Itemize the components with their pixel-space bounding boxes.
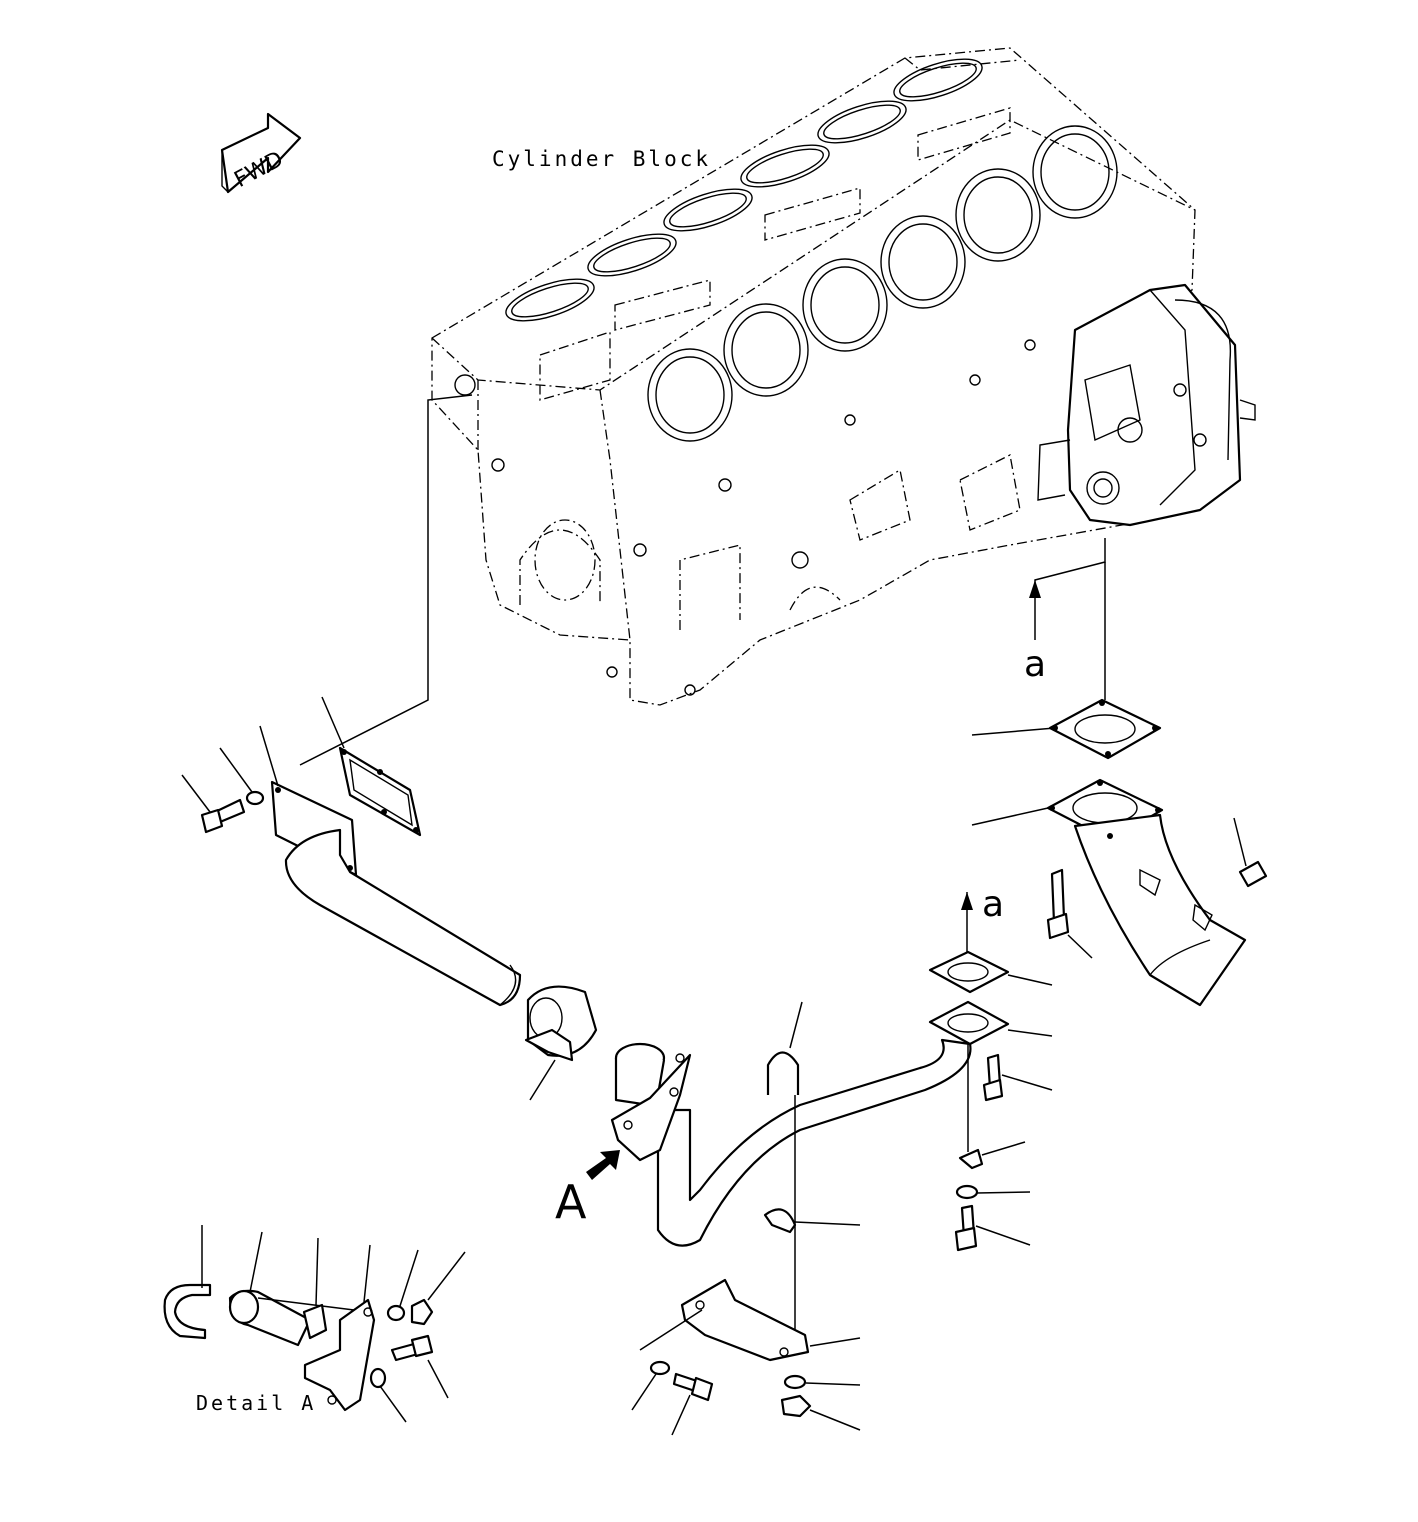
block-leader-line (299, 394, 473, 766)
elbow-plug (1233, 817, 1268, 888)
fwd-arrow-icon: FWD (220, 112, 302, 194)
water-pump-gasket (1048, 698, 1162, 760)
pipe-connector (524, 985, 598, 1101)
cylinder-bores-upper (505, 58, 983, 322)
leader-line (971, 727, 1056, 736)
up-arrow-icon (1029, 580, 1041, 598)
pipe-flange-gasket (928, 950, 1053, 994)
elbow-bolt (1046, 868, 1093, 959)
u-bolt (766, 1001, 803, 1095)
detail-a: Detail A (163, 1225, 466, 1423)
pipe-bracket (639, 1278, 861, 1362)
reference-a-lower: a (961, 884, 1004, 952)
cylinder-bores-lower (647, 125, 1118, 442)
cover-bolt (181, 774, 246, 834)
up-arrow-icon (961, 892, 973, 910)
cylinder-block: Cylinder Block (431, 47, 1256, 706)
bracket-washer (631, 1360, 671, 1411)
water-elbow (1046, 778, 1247, 1007)
flange-bolt (982, 1053, 1053, 1102)
clip-bolt (954, 1204, 1031, 1252)
cylinder-block-label: Cylinder Block (492, 147, 711, 171)
bracket-lockwasher (783, 1374, 861, 1390)
detail-a-label: Detail A (196, 1391, 316, 1415)
clip-washer (955, 1184, 1031, 1200)
pipe-clamp (763, 1208, 861, 1234)
ref-a-lower-label: a (982, 884, 1004, 925)
bracket-bolt (671, 1372, 714, 1436)
water-pipe (610, 1000, 1053, 1247)
cover-washer (219, 747, 265, 806)
pipe-clip (958, 1141, 1026, 1170)
view-arrow-icon (586, 1150, 620, 1180)
ref-a-upper-label: a (1024, 644, 1046, 685)
view-a-label: A (555, 1175, 587, 1229)
leader-line (971, 807, 1049, 826)
reference-a-upper: a (1024, 538, 1106, 700)
bracket-nut (780, 1394, 861, 1431)
rear-water-pipe (284, 828, 522, 1007)
rear-cover-gasket (321, 696, 422, 837)
